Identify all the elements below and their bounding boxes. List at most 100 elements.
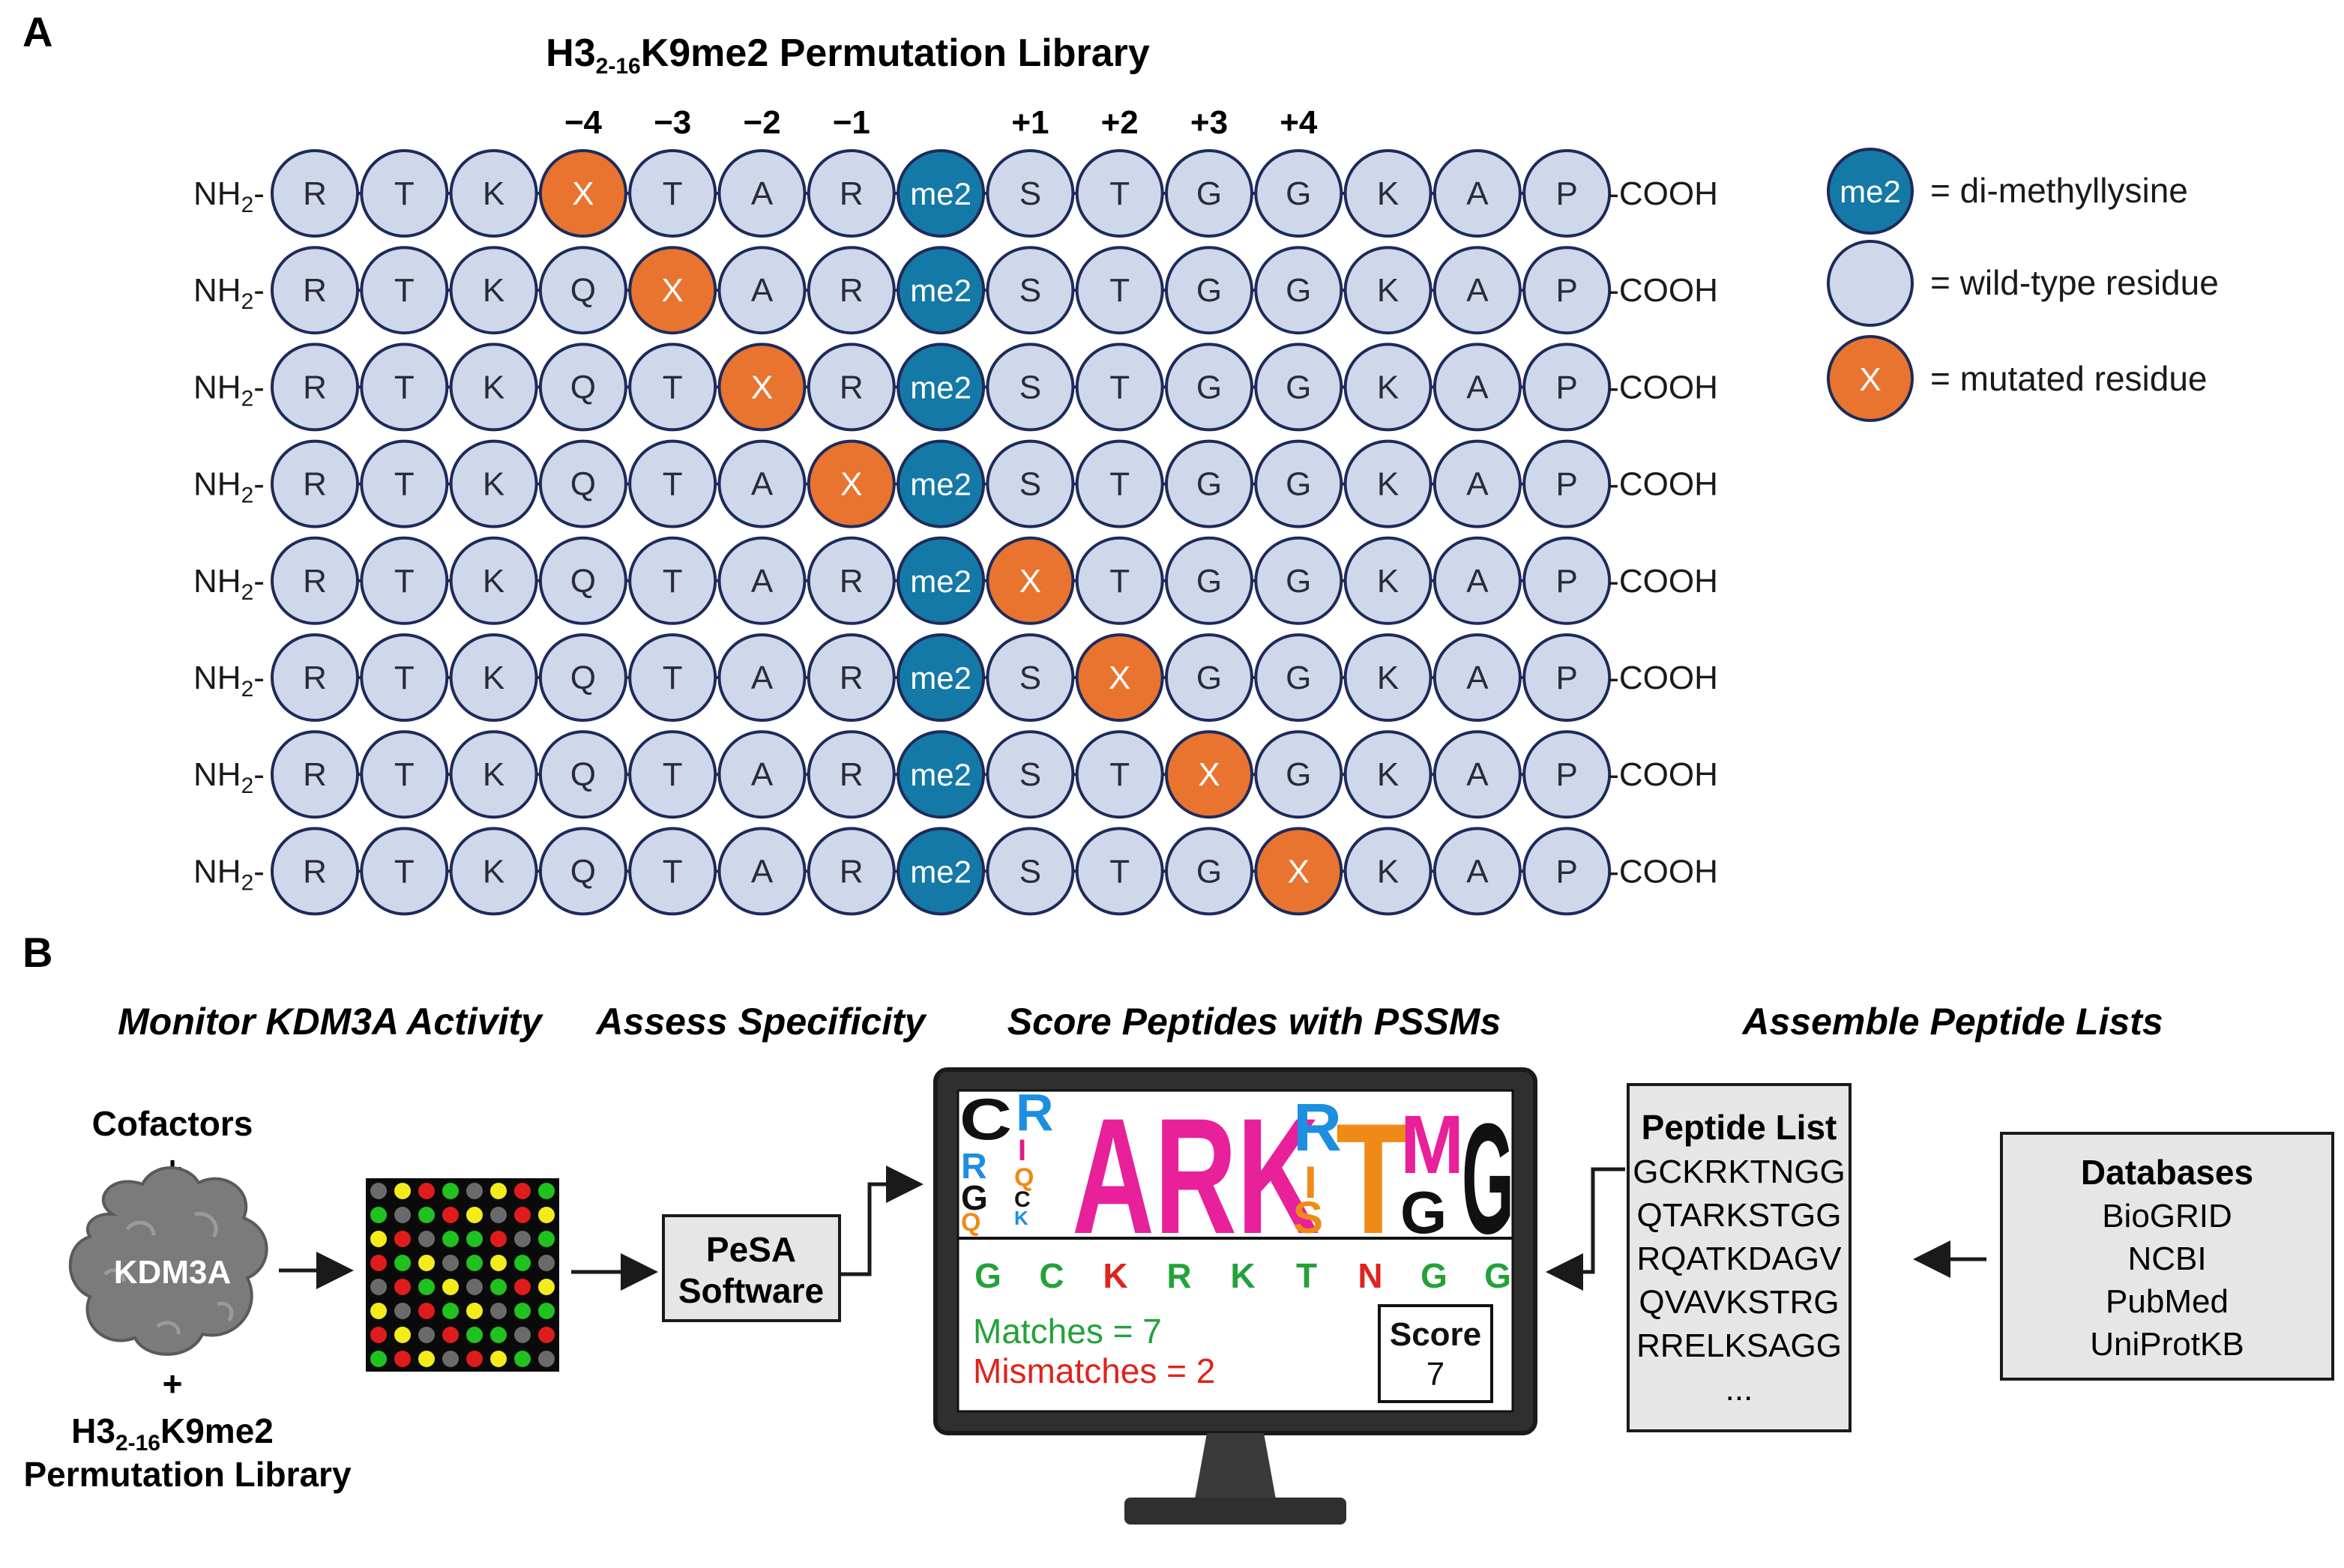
- wild-type-residue-label: T: [663, 853, 683, 890]
- array-spot: [418, 1183, 435, 1199]
- peptide-list-item: RQATKDAGV: [1636, 1240, 1842, 1277]
- array-spot: [514, 1279, 531, 1295]
- mutated-residue-label: X: [1288, 853, 1310, 890]
- library-label-line1: H32-16K9me2: [71, 1411, 274, 1456]
- wild-type-residue: [538, 343, 627, 432]
- database-item: PubMed: [2106, 1283, 2229, 1320]
- wild-type-residue: [271, 633, 359, 722]
- wild-type-residue: [360, 730, 449, 819]
- array-spot: [442, 1231, 459, 1247]
- wild-type-residue: [1343, 149, 1432, 238]
- logo-q-small: Q: [961, 1208, 980, 1237]
- position-label: +3: [1190, 104, 1228, 141]
- array-spot: [514, 1303, 531, 1319]
- logo-c2: C: [1014, 1187, 1031, 1212]
- pesa-software-box: [662, 1214, 841, 1322]
- c-terminus-label: -COOH: [1608, 466, 1718, 503]
- array-spot: [394, 1351, 411, 1367]
- step-title-monitor: Monitor KDM3A Activity: [118, 1001, 543, 1043]
- array-spot: [514, 1207, 531, 1223]
- dimethyl-lysine-residue: [897, 536, 986, 625]
- position-label: −4: [564, 104, 603, 141]
- array-spot: [514, 1327, 531, 1343]
- wild-type-residue: [360, 827, 449, 916]
- wild-type-residue-label: Q: [570, 756, 596, 793]
- array-spot: [418, 1207, 435, 1223]
- wild-type-residue: [986, 149, 1075, 238]
- wild-type-residue: [271, 827, 359, 916]
- mutated-residue-label: X: [1109, 660, 1130, 696]
- wild-type-residue-label: S: [1019, 369, 1041, 405]
- wild-type-residue: [1522, 149, 1612, 238]
- cofactors-label: Cofactors: [92, 1104, 253, 1143]
- array-spot: [490, 1183, 507, 1199]
- array-spot: [538, 1231, 555, 1247]
- array-spot: [538, 1207, 555, 1223]
- wild-type-residue-label: S: [1019, 756, 1041, 793]
- wild-type-residue: [1432, 149, 1522, 238]
- array-spot: [370, 1207, 387, 1223]
- array-spot: [490, 1279, 507, 1295]
- logo-q2: Q: [1014, 1163, 1034, 1192]
- wild-type-residue: [1522, 827, 1612, 916]
- wild-type-residue-label: A: [1466, 756, 1489, 793]
- n-terminus-label: NH2-: [193, 756, 265, 798]
- array-spot: [394, 1303, 411, 1319]
- wild-type-residue-label: A: [1466, 369, 1489, 405]
- mutated-residue-label: X: [1198, 756, 1220, 793]
- c-terminus-label: -COOH: [1608, 563, 1718, 600]
- array-spot: [394, 1279, 411, 1295]
- mutated-residue: [628, 246, 717, 335]
- n-terminus-label: NH2-: [193, 369, 265, 411]
- wild-type-residue-label: R: [840, 272, 864, 309]
- peptide-list-item: QTARKSTGG: [1637, 1197, 1842, 1234]
- array-spot: [466, 1351, 483, 1367]
- wild-type-residue-label: K: [483, 756, 504, 793]
- wild-type-residue-label: R: [303, 272, 327, 309]
- wild-type-residue: [1254, 343, 1343, 432]
- wild-type-residue-label: T: [394, 369, 415, 405]
- mutated-residue-label: X: [840, 466, 862, 503]
- arrow-list-to-monitor: [1546, 1167, 1625, 1291]
- wild-type-residue-label: K: [1377, 563, 1399, 600]
- wild-type-residue: [1075, 730, 1164, 819]
- wild-type-residue-label: K: [483, 853, 504, 890]
- dimethyl-lysine-residue-label: me2: [910, 176, 971, 211]
- position-label: +1: [1011, 104, 1049, 141]
- wild-type-residue: [360, 343, 449, 432]
- wild-type-residue-label: T: [1109, 756, 1130, 793]
- mutated-residue: [986, 536, 1075, 625]
- wild-type-residue-label: R: [303, 563, 327, 600]
- mutated-residue-label: X: [572, 175, 594, 212]
- position-label: +2: [1101, 104, 1139, 141]
- wild-type-residue: [1075, 827, 1164, 916]
- wild-type-residue-label: R: [840, 369, 864, 405]
- wild-type-residue: [1165, 149, 1253, 238]
- position-labels: −4−3−2−1+1+2+3+4: [564, 104, 1318, 141]
- n-terminus-label: NH2-: [193, 563, 265, 605]
- wild-type-residue: [1343, 730, 1432, 819]
- wild-type-residue: [717, 536, 807, 625]
- wild-type-residue: [1254, 536, 1343, 625]
- wild-type-residue: [717, 149, 807, 238]
- peptide-list-item: RRELKSAGG: [1636, 1327, 1842, 1364]
- wild-type-residue-label: T: [1109, 175, 1130, 212]
- array-spot: [442, 1255, 459, 1271]
- array-spot: [490, 1327, 507, 1343]
- mutated-residue: [1254, 827, 1343, 916]
- n-terminus-label: NH2-: [193, 466, 265, 508]
- wild-type-residue: [449, 730, 538, 819]
- databases-box: [2000, 1132, 2334, 1381]
- wild-type-residue: [538, 730, 627, 819]
- wild-type-residue-label: G: [1286, 175, 1311, 212]
- wild-type-residue: [1432, 343, 1522, 432]
- score-box: [1378, 1304, 1493, 1403]
- wild-type-residue: [1254, 633, 1343, 722]
- wild-type-residue-label: Q: [570, 466, 596, 503]
- wild-type-residue: [1254, 149, 1343, 238]
- wild-type-residue: [449, 827, 538, 916]
- wild-type-residue-label: T: [394, 466, 415, 503]
- wild-type-residue-label: A: [1466, 660, 1489, 696]
